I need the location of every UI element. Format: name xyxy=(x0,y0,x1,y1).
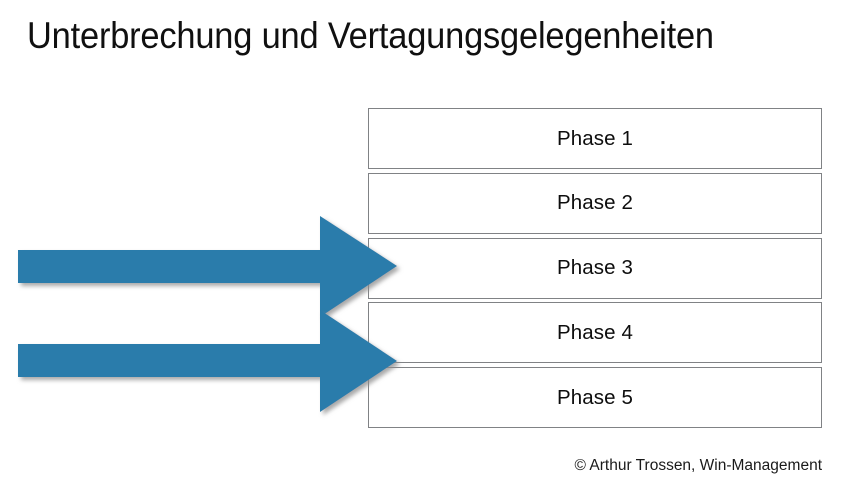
table-row[interactable]: Phase 5 xyxy=(368,367,822,428)
phase-table: Phase 1 Phase 2 Phase 3 Phase 4 Phase 5 xyxy=(368,108,822,428)
phase-label: Phase 3 xyxy=(557,256,633,279)
table-row[interactable]: Phase 4 xyxy=(368,302,822,364)
page-title: Unterbrechung und Vertagungsgelegenheite… xyxy=(27,15,714,56)
phase-label: Phase 5 xyxy=(557,385,633,409)
table-row[interactable]: Phase 1 xyxy=(368,108,822,169)
arrow-to-phase-4-icon[interactable] xyxy=(18,310,397,412)
phase-label: Phase 2 xyxy=(557,191,633,215)
phase-label: Phase 1 xyxy=(557,126,633,150)
table-row[interactable]: Phase 2 xyxy=(368,172,822,234)
arrow-to-phase-3-icon[interactable] xyxy=(18,216,397,317)
table-row[interactable]: Phase 3 xyxy=(368,237,822,299)
footer-credit: © Arthur Trossen, Win-Management xyxy=(574,457,822,474)
phase-label: Phase 4 xyxy=(557,320,633,344)
